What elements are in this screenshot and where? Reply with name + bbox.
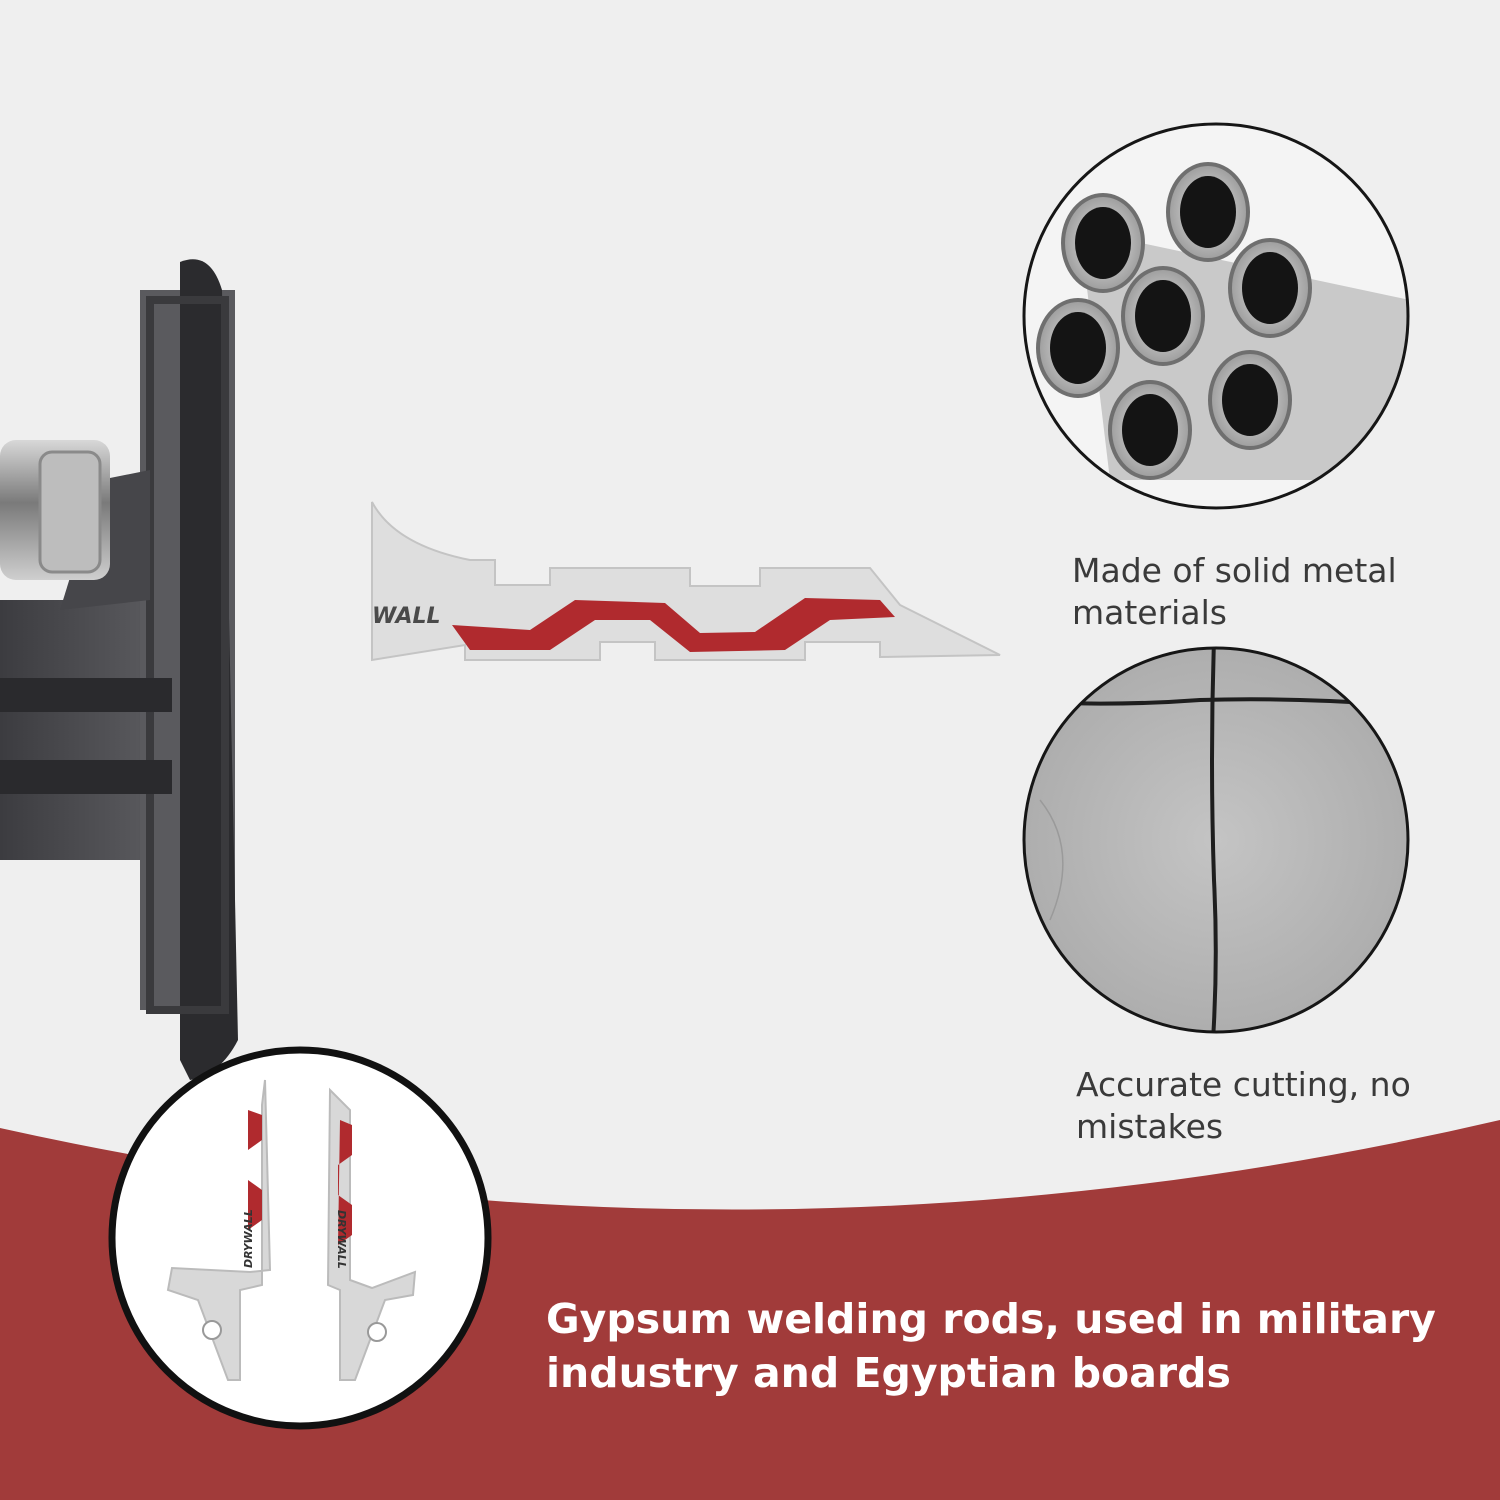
feature-caption-cutting: Accurate cutting, no mistakes	[1076, 1065, 1411, 1146]
drywall-blade: WALL	[371, 501, 1001, 662]
inset-blade-label-right: DRYWALL	[335, 1210, 348, 1269]
inset-blade-label-left: DRYWALL	[242, 1209, 255, 1268]
saw-adapter-tool	[0, 259, 238, 1080]
headline: Gypsum welding rods, used in military in…	[546, 1295, 1436, 1397]
blade-label: WALL	[372, 604, 441, 629]
drywall-cut-line-icon	[1022, 646, 1410, 1034]
metal-tubes-icon	[1022, 122, 1410, 510]
feature-caption-metal: Made of solid metal materials	[1072, 551, 1397, 632]
blade-pair-inset: DRYWALL DRYWALL	[108, 1046, 492, 1430]
